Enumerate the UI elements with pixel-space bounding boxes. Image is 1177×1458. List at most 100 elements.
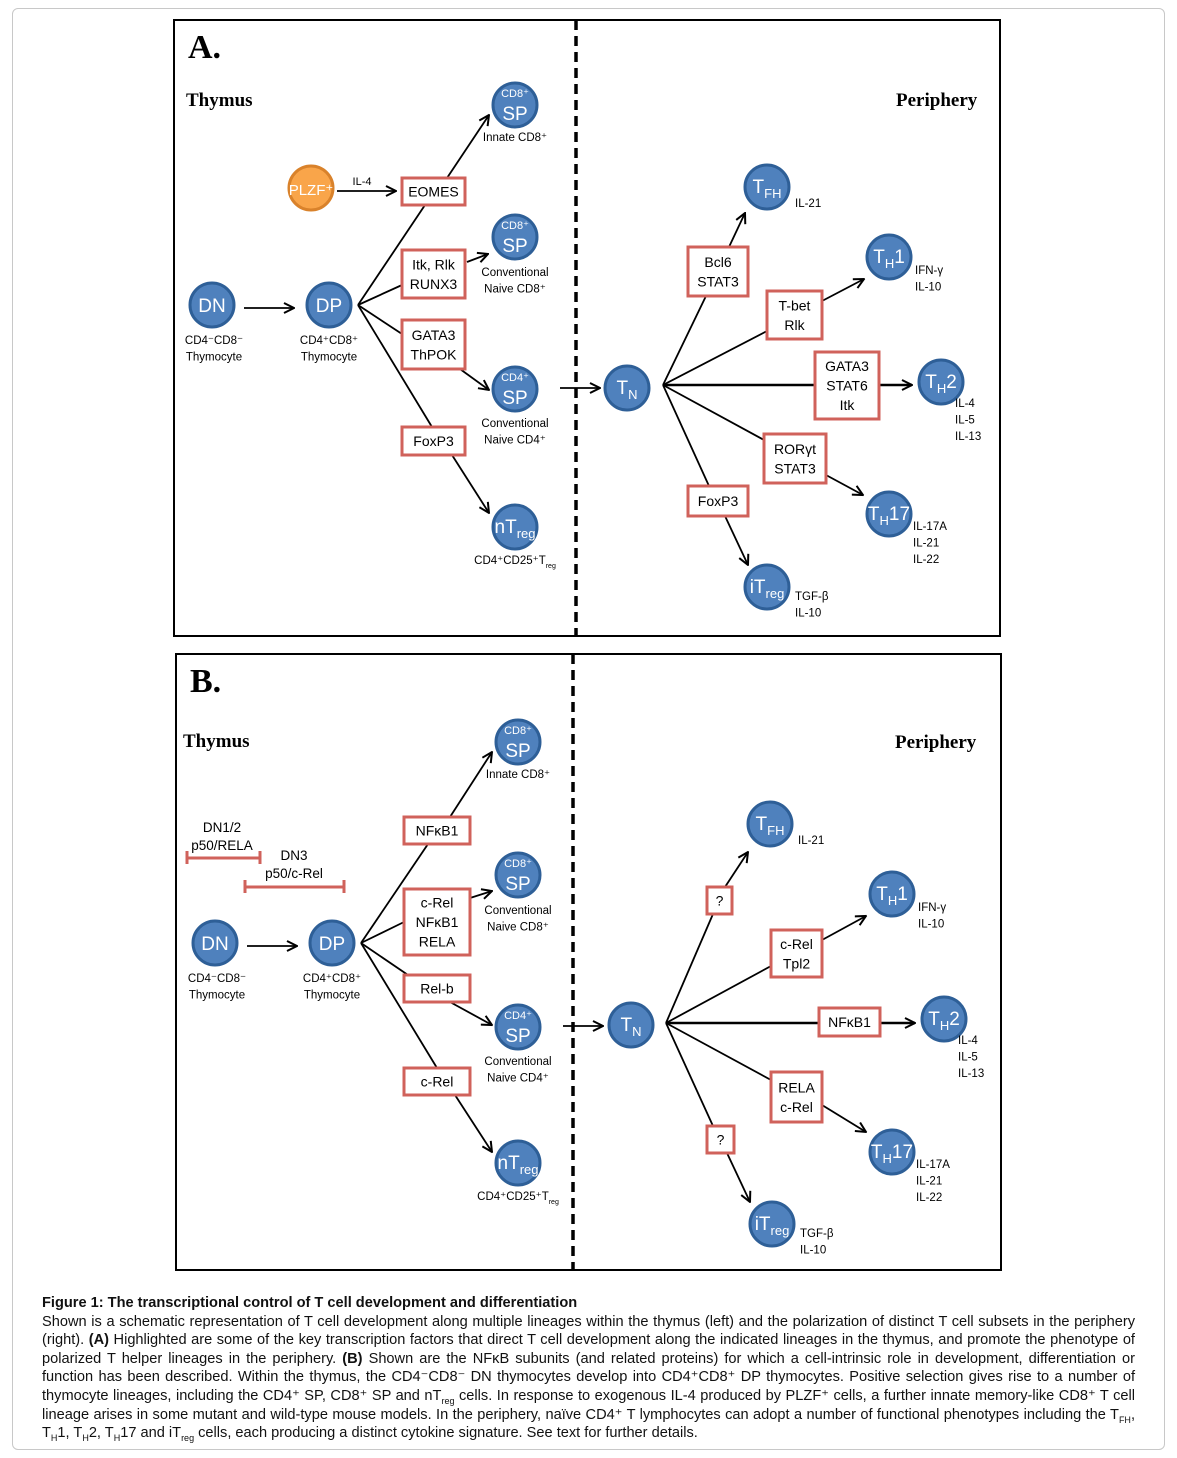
factor-box-frame: [400, 425, 467, 457]
connector-line: [360, 942, 409, 976]
caption-text: 1, T: [57, 1425, 83, 1442]
connector-line: [665, 913, 714, 1024]
cell-circle: [491, 81, 539, 129]
factor-label: ?: [717, 1132, 725, 1148]
cell-caption: Thymocyte: [186, 352, 242, 364]
cell-circle: [494, 1003, 542, 1051]
cell-label-subscript: H: [885, 256, 894, 271]
cell-circle: [868, 870, 916, 918]
periphery-title: Periphery: [896, 90, 978, 111]
cell-circle: [494, 718, 542, 766]
cell-caption: IL-17A: [916, 1159, 950, 1171]
cell-label: TH2: [928, 1009, 960, 1033]
cell-label-subscript: H: [883, 1151, 892, 1166]
inhibitor-label: DN1/2: [203, 820, 241, 835]
factor-label: RELA: [778, 1079, 815, 1095]
cell-label: SP: [505, 1026, 530, 1047]
cell-caption: Naive CD8⁺: [484, 284, 546, 296]
connector-line: [357, 304, 403, 335]
cell-label-subscript: reg: [520, 1162, 539, 1177]
factor-box-frame: [769, 928, 824, 979]
factor-box-frame: [813, 350, 881, 421]
cell-caption: IL-10: [795, 608, 821, 620]
connector-line: [665, 1022, 714, 1127]
factor-box-foxp3-thymus: FoxP3: [400, 425, 467, 457]
cell-label: SP: [502, 388, 527, 409]
cell-label-main: T: [876, 884, 888, 905]
caption-subscript: FH: [1118, 1414, 1131, 1425]
cell-label-main: T: [928, 1009, 940, 1030]
panel-frame: [175, 653, 1002, 1271]
cell-label-main: T: [925, 372, 937, 393]
cell-label-subscript: H: [940, 1018, 949, 1033]
factor-box-rela-crel: RELA c-Rel: [769, 1070, 824, 1124]
factor-label: RORγt: [774, 441, 816, 457]
cell-caption: CD4⁻CD8⁻: [185, 335, 243, 347]
cell-label-main: iT: [755, 1214, 771, 1235]
arrow: [469, 891, 492, 898]
cell-caption: IL-21: [795, 198, 821, 210]
factor-box-frame: [402, 887, 472, 957]
cell-circle: [868, 1128, 916, 1176]
cell-label: TFH: [753, 177, 782, 201]
arrow: [451, 454, 489, 513]
cell-circle: [191, 919, 239, 967]
factor-label: ?: [716, 893, 724, 909]
cell-node-tn: TN: [603, 364, 651, 412]
cell-caption: IFN-γ: [918, 902, 946, 914]
cell-label: nTreg: [498, 1153, 539, 1177]
factor-box-foxp3-periphery: FoxP3: [686, 484, 750, 518]
connector-line: [360, 921, 405, 944]
cell-caption: IL-17A: [913, 521, 947, 533]
cell-caption: IL-5: [958, 1052, 978, 1064]
factor-box-relb: Rel-b: [402, 973, 472, 1004]
cell-label: TN: [621, 1015, 642, 1039]
arrow: [821, 1104, 866, 1132]
factor-box-unknown-itreg: ?: [705, 1124, 736, 1155]
cell-label: nTreg: [495, 517, 536, 541]
arrow: [726, 1152, 750, 1202]
factor-box-frame: [762, 432, 828, 485]
factor-label: c-Rel: [780, 1099, 813, 1115]
il4-label: IL-4: [353, 176, 372, 188]
cell-caption: Innate CD8⁺: [486, 769, 550, 781]
caption-text: Highlighted are some of the key transcri…: [42, 1332, 1135, 1367]
cell-label-tail: 1: [894, 247, 905, 268]
cell-caption: IL-10: [800, 1245, 826, 1257]
cell-label: TN: [617, 378, 638, 402]
factor-box-frame: [402, 1066, 472, 1097]
inhibitor-label: DN3: [280, 848, 307, 863]
factor-box-eomes: EOMES: [400, 176, 467, 207]
caption-text: 17 and iT: [120, 1425, 182, 1442]
factor-box-nfkb1-periphery: NFκB1: [817, 1006, 882, 1038]
cell-label: DP: [319, 934, 345, 955]
factor-label: GATA3: [412, 327, 456, 343]
factor-box-frame: [402, 815, 472, 846]
arrow: [821, 916, 866, 941]
arrow: [449, 752, 492, 818]
cell-label-main: iT: [750, 577, 766, 598]
factor-label: T-bet: [779, 297, 811, 313]
arrow: [724, 852, 748, 888]
cell-circle: [308, 919, 356, 967]
factor-label: FoxP3: [698, 493, 739, 509]
cell-circle: [865, 233, 913, 281]
cell-label-tail: 2: [949, 1009, 960, 1030]
cell-caption: Conventional: [481, 418, 548, 430]
factor-label: c-Rel: [421, 895, 454, 911]
cell-node-plzf: PLZF⁺: [287, 164, 335, 212]
